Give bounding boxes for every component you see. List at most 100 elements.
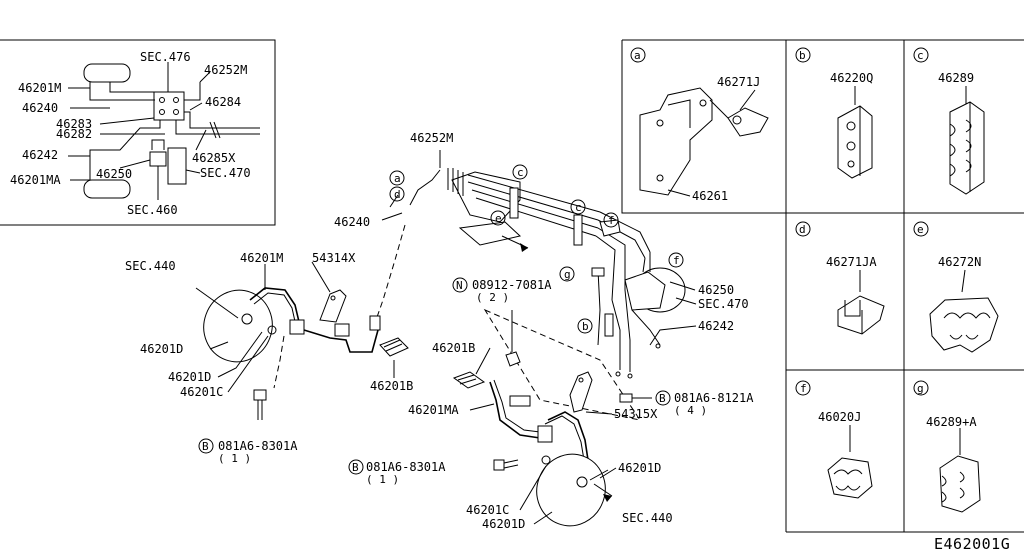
nut-08912-7081A-icon — [505, 351, 521, 367]
label-sec440-top: SEC.440 — [125, 259, 176, 273]
panel-c-key: c — [917, 49, 924, 62]
panel-a-key: a — [634, 49, 641, 62]
label-54315X: 54315X — [614, 407, 658, 421]
panel-e-key: e — [917, 223, 924, 236]
inset-label-sec476: SEC.476 — [140, 50, 191, 64]
clip-46271J-icon — [727, 107, 769, 137]
label-bolt-8121A: 081A6-8121A — [674, 391, 754, 405]
panel-b-key: b — [799, 49, 806, 62]
actuator-block — [153, 91, 185, 121]
mark-n: N — [456, 279, 463, 292]
clip-46289-plus-A-icon — [939, 455, 981, 513]
inset-schematic: SEC.476 46252M 46201M 46240 46284 46283 … — [0, 39, 276, 226]
detail-panel-e: e 46272N — [913, 221, 999, 353]
clip-c-upper — [509, 187, 519, 219]
panel-f-key: f — [800, 382, 807, 395]
panel-e-part-46272N: 46272N — [938, 255, 981, 269]
label-sec440-bottom: SEC.440 — [622, 511, 673, 525]
label-46201D-2: 46201D — [168, 370, 211, 384]
clip-g — [591, 267, 605, 277]
callout-e: e — [495, 212, 502, 225]
detail-panel-b: b 46220Q — [795, 47, 873, 179]
mark-b-right: B — [659, 392, 666, 405]
bleeder-46201C-right — [541, 455, 551, 465]
clip-46220Q-icon — [837, 105, 873, 179]
mark-b-left: B — [202, 440, 209, 453]
front-brake-disc-icon — [203, 289, 273, 363]
detail-panel-a: a 46271J 46261 — [630, 47, 769, 203]
label-nut-08912-7081A: 08912-7081A — [472, 278, 552, 292]
panel-c-part-46289: 46289 — [938, 71, 974, 85]
label-qty-2: ( 2 ) — [476, 291, 509, 304]
label-54314X: 54314X — [312, 251, 356, 265]
front-tire-icon — [83, 63, 131, 83]
inset-label-46285X: 46285X — [192, 151, 236, 165]
callout-f-lower: f — [673, 254, 680, 267]
label-46201C-2: 46201C — [466, 503, 509, 517]
panel-f-part-46020J: 46020J — [818, 410, 861, 424]
label-qty-1b: ( 1 ) — [366, 473, 399, 486]
inset-label-46252M: 46252M — [204, 63, 247, 77]
mark-b-bottom: B — [352, 461, 359, 474]
panel-g-key: g — [917, 382, 924, 395]
inset-label-46284: 46284 — [205, 95, 241, 109]
master-cylinder-icon — [149, 151, 167, 167]
rear-tire-icon — [83, 179, 131, 199]
bolt-8301A-right-icon — [493, 459, 505, 471]
inset-label-sec460: SEC.460 — [127, 203, 178, 217]
detail-panel-f: f 46020J — [795, 380, 873, 499]
bracket-46261-icon — [639, 87, 713, 196]
inset-label-sec470: SEC.470 — [200, 166, 251, 180]
callout-b: b — [582, 320, 589, 333]
panel-g-part-46289plusA: 46289+A — [926, 415, 977, 429]
panel-d-part-46271JA: 46271JA — [826, 255, 877, 269]
panel-a-part-46271J: 46271J — [717, 75, 760, 89]
label-qty-1a: ( 1 ) — [218, 452, 251, 465]
panel-a-part-46261: 46261 — [692, 189, 728, 203]
actuator-body-icon — [624, 271, 666, 311]
clip-46020J-icon — [827, 457, 873, 499]
detail-panel-c: c 46289 — [913, 47, 985, 195]
label-bolt-8301A-2: 081A6-8301A — [366, 460, 446, 474]
clip-46289-icon — [949, 101, 985, 195]
booster-icon — [167, 147, 187, 185]
label-46201M: 46201M — [240, 251, 283, 265]
callout-c-lower: c — [575, 201, 582, 214]
bolt-8301A-left-icon — [253, 389, 267, 401]
panel-b-part-46220Q: 46220Q — [830, 71, 873, 85]
callout-a: a — [394, 172, 401, 185]
inset-label-46201MA: 46201MA — [10, 173, 61, 187]
hose-fitting-left — [334, 323, 350, 337]
bolt-8121A-icon — [619, 393, 633, 403]
main-assembly: a d c c e f f g b N B B B 46252M 46240 S… — [125, 131, 754, 531]
callout-d: d — [394, 188, 401, 201]
panel-d-key: d — [799, 223, 806, 236]
label-46250: 46250 — [698, 283, 734, 297]
callout-c-upper: c — [517, 166, 524, 179]
inset-label-46242: 46242 — [22, 148, 58, 162]
diagram-code: E462001G — [934, 535, 1010, 553]
rear-brake-disc-icon — [536, 453, 606, 527]
label-bolt-8301A-1: 081A6-8301A — [218, 439, 298, 453]
clip-46271JA-icon — [837, 295, 885, 335]
joint-block-right — [537, 425, 553, 443]
detail-panels: a 46271J 46261 b 46220Q c — [621, 39, 1024, 533]
label-sec470: SEC.470 — [698, 297, 749, 311]
callout-g: g — [564, 268, 571, 281]
label-46240: 46240 — [334, 215, 370, 229]
detail-panel-d: d 46271JA — [795, 221, 885, 335]
joint-block-left — [289, 319, 305, 335]
clip-b — [604, 313, 614, 337]
inset-label-46282: 46282 — [56, 127, 92, 141]
clip-46272N-icon — [929, 297, 999, 353]
inset-label-46240: 46240 — [22, 101, 58, 115]
bracket-54315X-icon — [569, 371, 593, 413]
inset-label-46201M: 46201M — [18, 81, 61, 95]
callout-f-upper: f — [608, 214, 615, 227]
label-46201D-4: 46201D — [482, 517, 525, 531]
inset-label-46283: 46283 — [56, 117, 92, 131]
label-46201D-1: 46201D — [140, 342, 183, 356]
hose-fitting-right — [509, 395, 531, 407]
